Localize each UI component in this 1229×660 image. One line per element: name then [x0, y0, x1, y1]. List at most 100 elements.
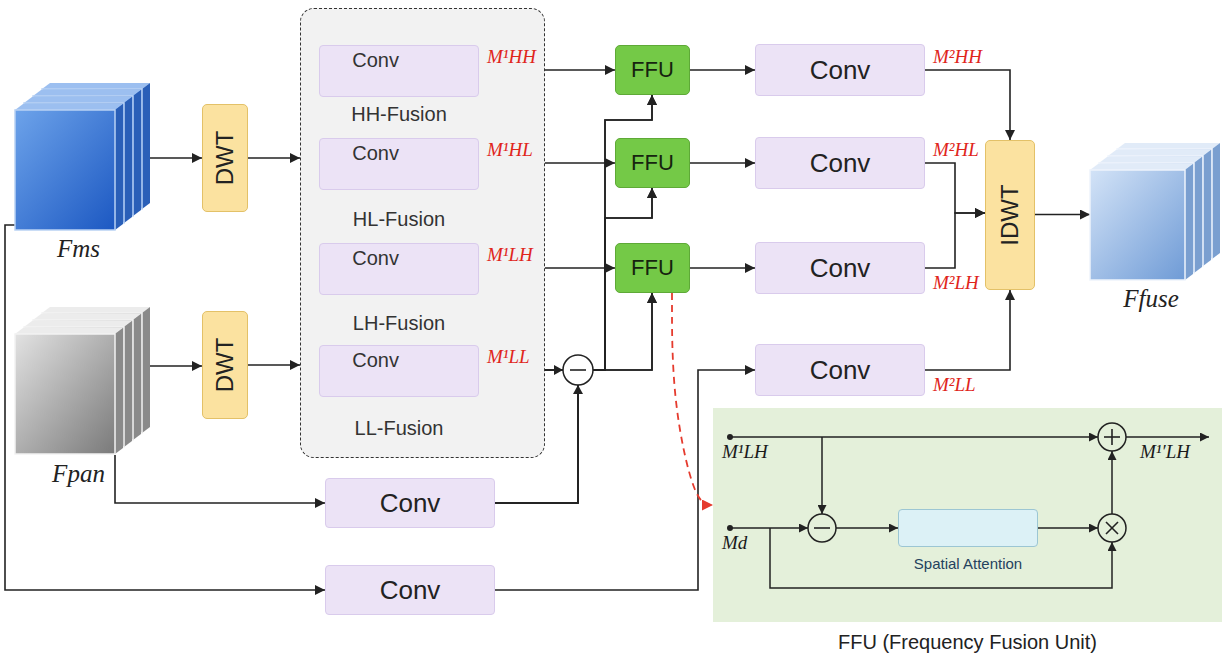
fused-feature-stack	[1090, 164, 1193, 170]
process-box: Conv	[325, 478, 495, 528]
ffu-detail	[808, 514, 836, 542]
subtract-symbol	[554, 355, 593, 394]
attention-box: Spatial Attention	[898, 509, 1038, 547]
pan-feature-stack	[15, 307, 150, 454]
group-label: LL-Fusion	[355, 417, 444, 440]
feature-label: M¹HH	[487, 46, 536, 68]
fused-feature-stack	[1117, 143, 1220, 149]
group-label: HL-Fusion	[353, 208, 445, 231]
ms-feature-stack	[15, 110, 115, 230]
ffu-detail	[727, 525, 733, 531]
feature-label: M²LL	[933, 374, 976, 396]
figure-label: Ffuse	[1123, 285, 1179, 313]
ms-feature-stack	[133, 90, 141, 216]
subtract-symbol	[573, 385, 583, 394]
connector-arrow	[115, 455, 325, 503]
connector-arrow	[1035, 214, 1090, 216]
fusion-unit: FFU	[615, 45, 690, 95]
fused-feature-stack	[1212, 143, 1220, 259]
image-stack: Fpan	[15, 313, 142, 455]
connector-arrow	[5, 225, 325, 590]
group-label: LH-Fusion	[353, 312, 445, 335]
connector-arrow	[690, 162, 755, 164]
ms-feature-stack	[115, 104, 123, 230]
pan-feature-stack	[24, 321, 132, 327]
ffu-detail	[1111, 429, 1113, 445]
ffu-detail	[1098, 423, 1126, 451]
group-label: HH-Fusion	[351, 103, 447, 126]
subtract-symbol	[554, 365, 563, 375]
ffu-detail	[1126, 436, 1209, 438]
ffu-detail	[836, 527, 898, 529]
ffu-detail	[730, 436, 1098, 438]
fused-feature-stack	[1185, 164, 1193, 280]
figure-label: Fpan	[52, 460, 105, 488]
pan-feature-stack	[133, 314, 141, 440]
feature-label: M²HL	[933, 139, 979, 161]
feature-label: M¹LH	[487, 244, 533, 266]
connector-arrow	[142, 157, 202, 159]
block-label: DWT	[211, 338, 239, 393]
connector-arrow	[142, 365, 202, 367]
feature-label: M¹LL	[487, 346, 530, 368]
detail-panel: FFU (Frequency Fusion Unit)Spatial Atten…	[713, 408, 1222, 622]
subtract-symbol	[563, 355, 593, 385]
feature-label: M²HH	[933, 46, 982, 68]
block-label: Conv	[810, 55, 871, 86]
ffu-detail	[1106, 522, 1118, 534]
block-label: Conv	[380, 575, 441, 606]
pan-feature-stack	[142, 307, 150, 433]
ms-feature-stack	[142, 83, 150, 209]
image-stack: Fms	[15, 89, 142, 230]
ffu-detail	[1098, 514, 1126, 542]
feature-label: M¹LH	[722, 441, 768, 463]
pan-feature-stack	[115, 328, 123, 454]
subtract-symbol	[570, 369, 586, 371]
feature-label: M²LH	[933, 272, 979, 294]
ffu-detail	[730, 527, 808, 529]
block-label: FFU	[631, 57, 674, 83]
process-box: Conv	[755, 242, 925, 294]
ms-feature-stack	[42, 83, 150, 89]
ms-feature-stack	[33, 90, 141, 96]
block-label: DWT	[211, 131, 239, 186]
connector-arrow	[925, 70, 1010, 140]
image-stack: Ffuse	[1090, 149, 1212, 280]
ms-feature-stack	[15, 83, 150, 230]
ffu-detail	[713, 408, 1222, 622]
block-label: IDWT	[996, 184, 1024, 245]
pan-feature-stack	[15, 328, 123, 334]
transform-box: DWT	[202, 311, 248, 419]
connector-arrow	[248, 157, 300, 159]
feature-label: M¹′LH	[1140, 441, 1190, 463]
process-box: Conv	[319, 345, 479, 397]
connector-arrow	[925, 163, 985, 213]
ffu-detail	[1038, 527, 1098, 529]
block-label: Conv	[352, 141, 399, 164]
transform-box: DWT	[202, 104, 248, 212]
process-box: Conv	[755, 44, 925, 96]
pan-feature-stack	[33, 314, 141, 320]
ms-feature-stack	[124, 97, 132, 223]
transform-box: IDWT	[985, 140, 1035, 290]
ffu-detail	[814, 527, 830, 529]
fused-feature-stack	[1099, 157, 1202, 163]
block-label: FFU	[631, 255, 674, 281]
fusion-unit: FFU	[615, 138, 690, 188]
feature-label: Md	[722, 532, 747, 554]
connector-arrow	[925, 290, 1010, 370]
figure-label: Fms	[57, 235, 100, 263]
feature-label: M¹HL	[487, 139, 533, 161]
ffu-detail	[821, 437, 823, 514]
fused-feature-stack	[1194, 157, 1202, 273]
dashed-pointer	[672, 293, 713, 505]
ffu-detail	[727, 434, 733, 440]
block-label: Conv	[810, 148, 871, 179]
block-label: Conv	[810, 355, 871, 386]
pan-feature-stack	[15, 334, 115, 454]
pan-feature-stack	[124, 321, 132, 447]
fused-feature-stack	[1090, 143, 1220, 280]
